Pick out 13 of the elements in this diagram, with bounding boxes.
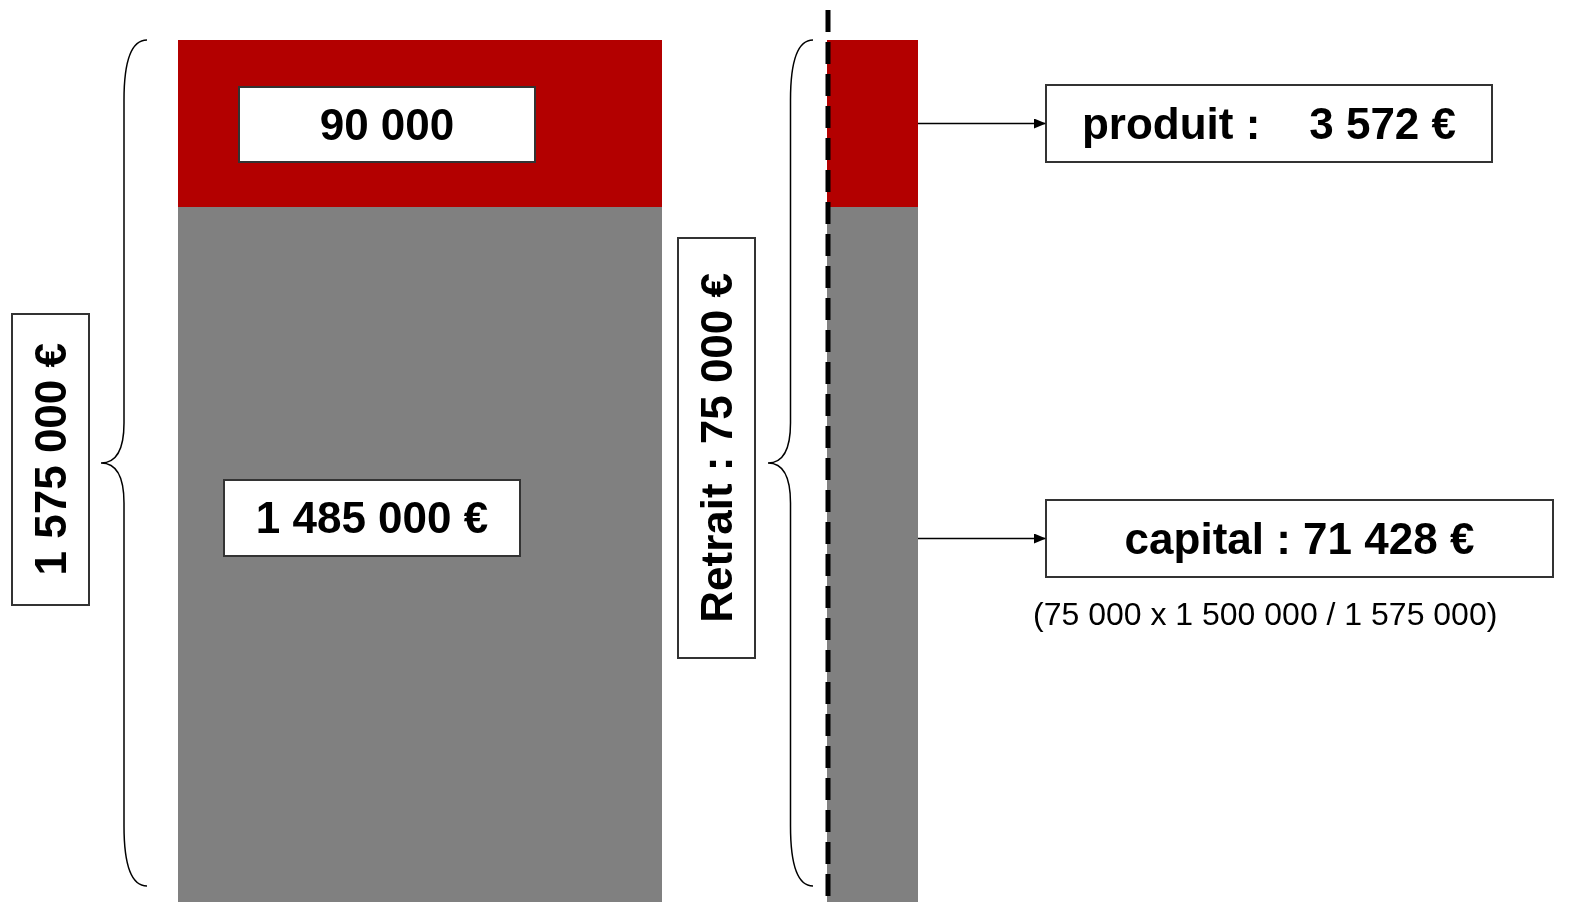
arrow [917,533,1046,544]
rotated-value-label: 1 575 000 € [11,313,90,606]
value-box: 90 000 [238,86,536,163]
value-box: produit : 3 572 € [1045,84,1493,163]
rotated-value-label: Retrait : 75 000 € [677,237,756,659]
stacked-bar-segment [178,40,662,207]
arrow [917,118,1046,129]
formula-note: (75 000 x 1 500 000 / 1 575 000) [1033,596,1498,633]
value-box: capital : 71 428 € [1045,499,1554,578]
value-box: 1 485 000 € [223,479,521,557]
stacked-bar-segment [827,207,918,902]
stacked-bar-segment [827,40,918,207]
stacked-bar-segment [178,207,662,902]
